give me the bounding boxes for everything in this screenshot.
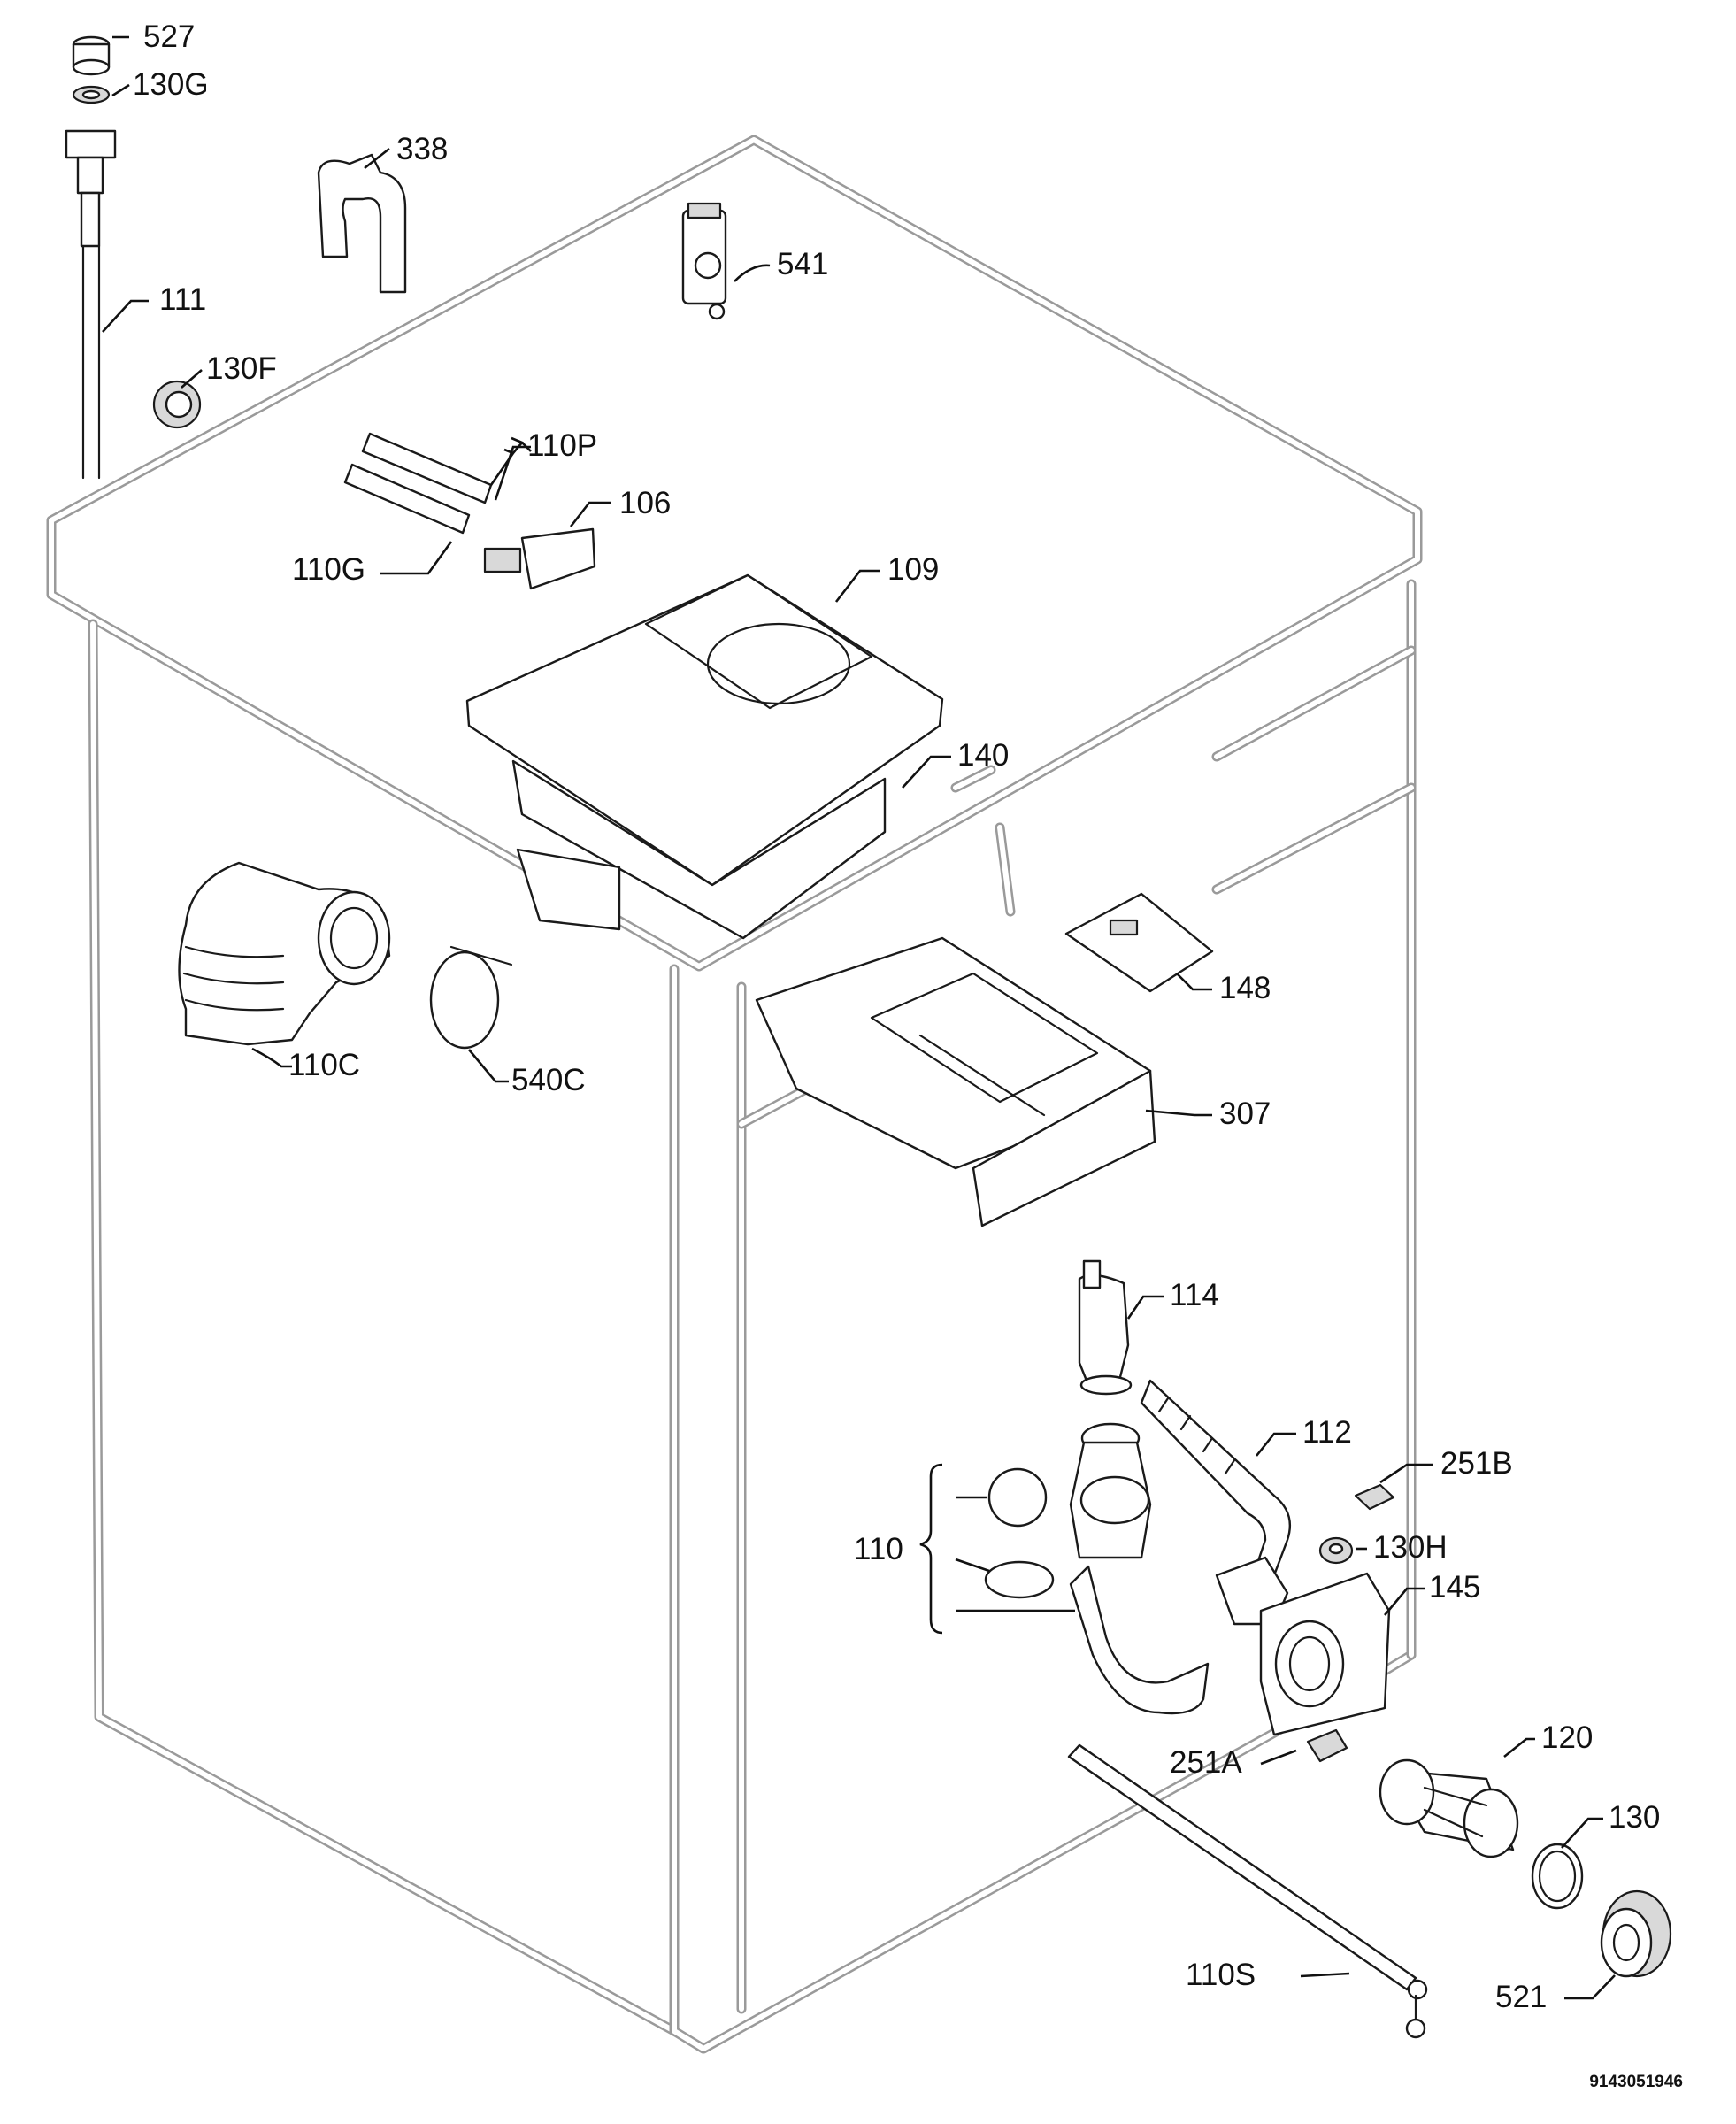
part-307-detergent-drawer [755,936,1156,1227]
label-110G: 110G [292,552,365,587]
label-109: 109 [887,552,939,587]
part-labels: 527 130G 338 541 111 130F 110P 106 110G … [133,19,1683,2091]
leader-lines [102,35,1616,2000]
label-148: 148 [1219,971,1271,1005]
label-521: 521 [1495,1980,1547,2014]
part-251B-clip [1354,1483,1395,1511]
label-251A: 251A [1170,1745,1242,1780]
part-540C-clamp [429,945,513,1050]
part-106-valve [483,527,596,590]
part-110-pump-assembly [984,1422,1210,1715]
part-130-o-ring [1531,1843,1584,1910]
label-338: 338 [396,132,448,166]
part-130F-seal [152,380,202,429]
part-130H-seal [1318,1536,1354,1565]
part-148-cover [1064,892,1214,993]
label-145: 145 [1429,1570,1480,1605]
label-106: 106 [619,486,671,520]
part-111-inlet-hose [65,129,117,480]
label-251B: 251B [1440,1446,1513,1481]
label-111: 111 [159,282,206,317]
part-521-filter-cap [1600,1889,1672,1978]
part-527-connector [72,35,111,76]
label-110C: 110C [288,1048,360,1082]
label-120: 120 [1541,1720,1593,1755]
label-130H: 130H [1373,1530,1448,1565]
label-110P: 110P [527,428,597,463]
part-120-filter [1379,1758,1519,1858]
part-110S-drain-hose [1067,1743,1428,2039]
part-541-clip [681,202,727,320]
label-130G: 130G [133,67,209,102]
label-112: 112 [1302,1415,1352,1450]
label-130: 130 [1609,1800,1660,1835]
part-251A-clip [1306,1728,1348,1763]
part-114-pressure-chamber [1078,1259,1133,1396]
label-527: 527 [143,19,195,54]
part-112-hose [1140,1379,1292,1577]
label-540C: 540C [511,1063,586,1097]
label-307: 307 [1219,1097,1271,1131]
label-114: 114 [1170,1278,1219,1312]
document-number: 9143051946 [1589,2073,1683,2091]
label-541: 541 [777,247,828,281]
part-109-140-dispenser-housing [465,573,944,940]
label-110: 110 [854,1532,903,1566]
part-145-pump-housing [1215,1556,1391,1736]
part-130G-washer [72,85,111,104]
part-110C-bellows [178,861,391,1046]
label-140: 140 [957,738,1009,773]
label-110S: 110S [1186,1958,1256,1992]
part-338-hose-hanger [317,153,407,294]
label-130F: 130F [206,351,277,386]
cabinet-outline [46,135,1423,2054]
part-110P-110G-hoses [343,432,493,535]
